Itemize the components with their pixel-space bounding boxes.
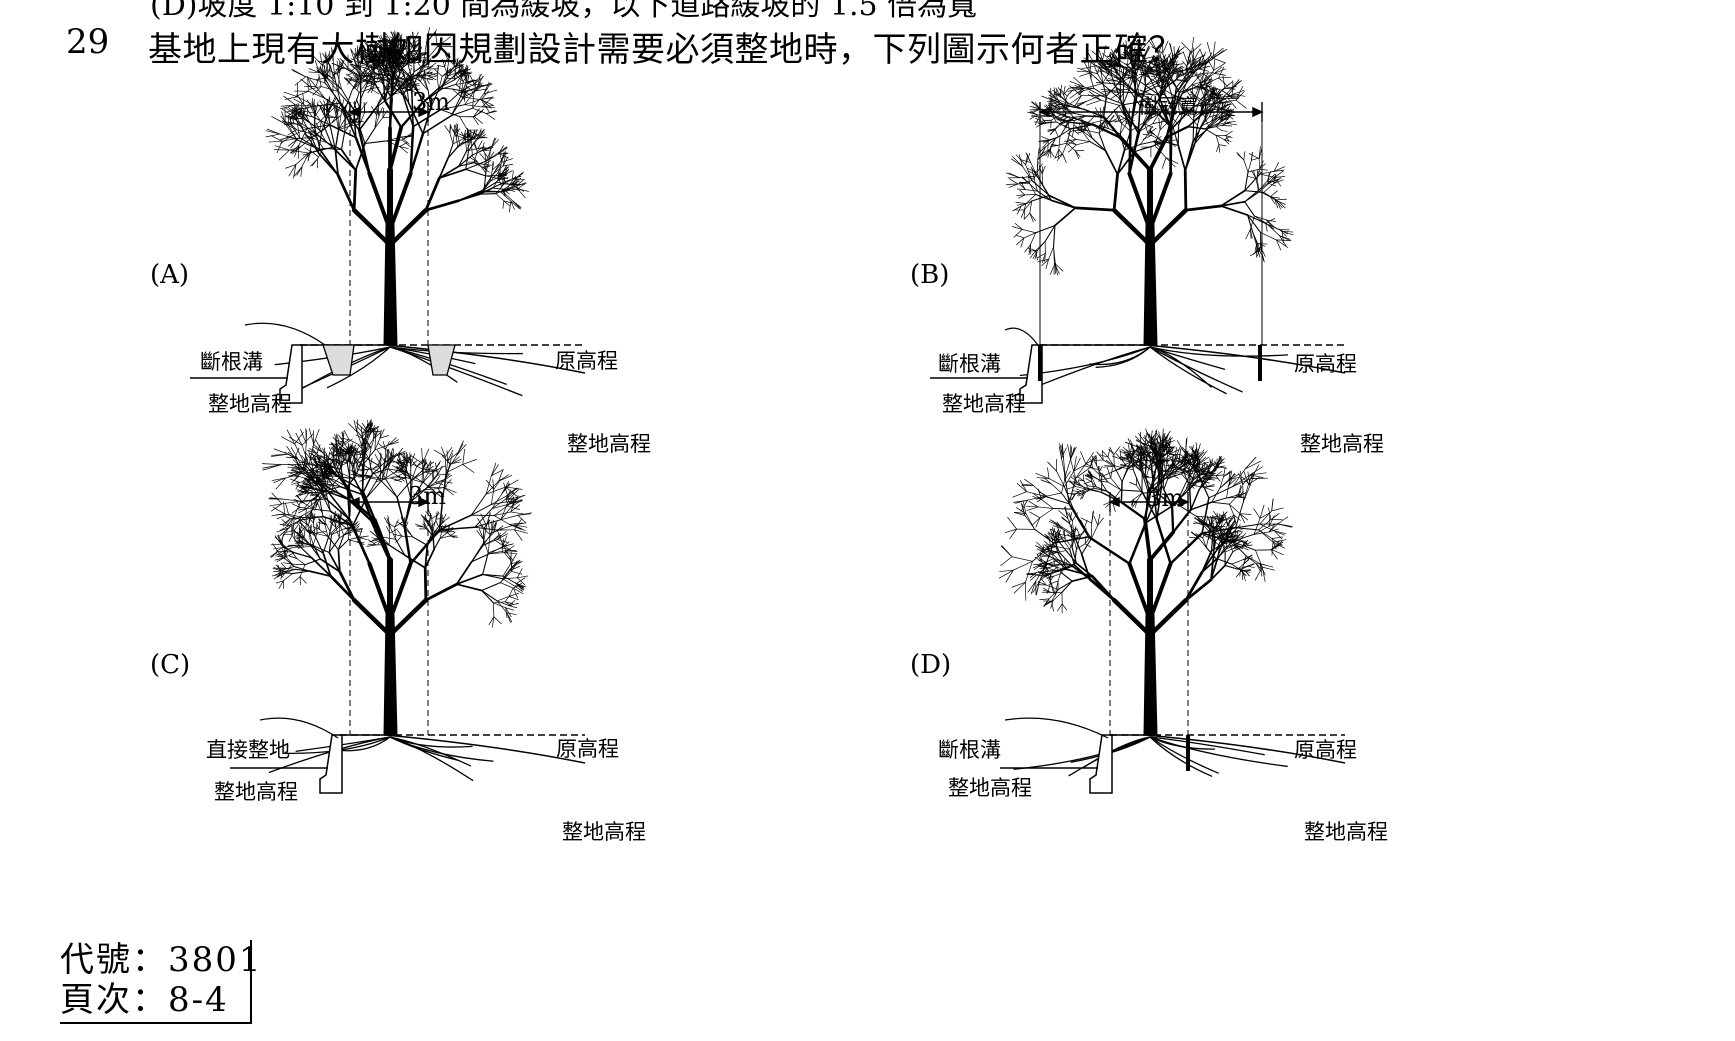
ground-section bbox=[230, 734, 586, 794]
root-trench bbox=[322, 344, 355, 376]
dimension-line bbox=[348, 492, 430, 512]
footer-vertical-rule bbox=[250, 940, 252, 1022]
question-text: 基地上現有大樹如因規劃設計需要必須整地時，下列圖示何者正確？ bbox=[148, 30, 1183, 70]
callout-leader bbox=[1004, 717, 1109, 739]
option-letter: (A) bbox=[150, 260, 190, 290]
tree bbox=[265, 26, 529, 346]
callout-leader bbox=[1004, 327, 1041, 349]
tree-diagram bbox=[190, 26, 586, 404]
left-grade-label: 整地高程 bbox=[948, 776, 1032, 800]
tree-diagram bbox=[930, 33, 1346, 404]
callout-label: 斷根溝 bbox=[200, 350, 263, 374]
option-b[interactable]: (B) 樹冠寬 斷根溝 整地高程 原高程 整地高程 bbox=[900, 33, 1660, 460]
right-grade-label: 整地高程 bbox=[1300, 432, 1384, 456]
callout-label: 直接整地 bbox=[206, 738, 290, 762]
option-letter: (D) bbox=[910, 650, 952, 680]
root-cut-wall bbox=[1258, 345, 1262, 381]
roots bbox=[1011, 346, 1289, 398]
roots bbox=[274, 346, 523, 397]
question-number: 29 bbox=[66, 22, 110, 62]
dimension-label: 3m bbox=[412, 88, 451, 116]
callout-label: 斷根溝 bbox=[938, 352, 1001, 376]
exam-code: 代號：3801 bbox=[60, 940, 263, 980]
previous-question-fragment: (D)坡度 1:10 到 1:20 間為緩坡，以下道路緩坡的 1.5 倍為寬 bbox=[150, 0, 978, 23]
original-grade-label: 原高程 bbox=[1294, 352, 1357, 376]
right-grade-label: 整地高程 bbox=[567, 432, 651, 456]
tree-diagram bbox=[998, 428, 1346, 794]
footer-horizontal-rule bbox=[60, 1022, 252, 1024]
dimension-line bbox=[1108, 492, 1190, 512]
dimension-line bbox=[348, 102, 430, 122]
left-grade-label: 整地高程 bbox=[942, 392, 1026, 416]
original-grade-label: 原高程 bbox=[555, 349, 618, 373]
dimension-label: 樹冠寬 bbox=[1138, 94, 1198, 118]
tree bbox=[261, 419, 533, 736]
tree bbox=[1006, 33, 1294, 346]
original-grade-label: 原高程 bbox=[1294, 738, 1357, 762]
root-cut-wall bbox=[1038, 345, 1042, 381]
root-trench bbox=[427, 344, 456, 376]
left-grade-label: 整地高程 bbox=[214, 780, 298, 804]
right-grade-label: 整地高程 bbox=[562, 820, 646, 844]
tree-diagram bbox=[230, 419, 586, 794]
callout-leader bbox=[259, 717, 339, 739]
ground-section bbox=[930, 344, 1346, 404]
dimension-label: 3m bbox=[408, 482, 447, 510]
roots bbox=[1013, 736, 1288, 778]
original-grade-label: 原高程 bbox=[556, 737, 619, 761]
callout-label: 斷根溝 bbox=[938, 738, 1001, 762]
dimension-label: 3m bbox=[1146, 484, 1185, 512]
left-grade-label: 整地高程 bbox=[208, 392, 292, 416]
option-c[interactable]: (C) 3m 直接整地 整地高程 原高程 整地高程 bbox=[140, 419, 900, 850]
page-number: 頁次：8-4 bbox=[60, 980, 229, 1020]
callout-leader bbox=[244, 322, 326, 346]
roots bbox=[268, 736, 494, 782]
ground-section bbox=[1000, 734, 1346, 794]
option-a[interactable]: (A) 3m 斷根溝 整地高程 原高程 整地高程 bbox=[140, 26, 900, 460]
page-footer: 代號：3801 頁次：8-4 bbox=[60, 940, 263, 1024]
option-d[interactable]: (D) 3m 斷根溝 整地高程 原高程 整地高程 bbox=[900, 428, 1660, 850]
option-letter: (B) bbox=[910, 260, 950, 290]
right-grade-label: 整地高程 bbox=[1304, 820, 1388, 844]
option-letter: (C) bbox=[150, 650, 191, 680]
root-cut-wall bbox=[1186, 735, 1190, 771]
tree bbox=[998, 428, 1293, 736]
